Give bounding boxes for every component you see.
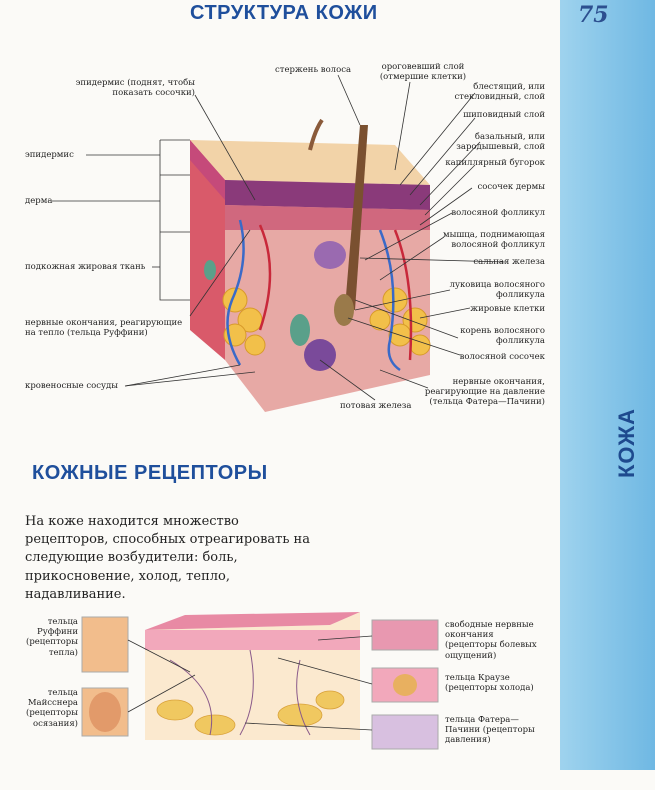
- chapter-sidebar: [560, 0, 655, 770]
- label-meissner-receptor: тельца Майсснера (рецепторы осязания): [26, 688, 78, 729]
- page-title: СТРУКТУРА КОЖИ: [190, 2, 378, 24]
- label-pacini-receptor: тельца Фатера—Пачини (рецепторы давления…: [445, 715, 535, 746]
- label-vessels: кровеносные сосуды: [25, 381, 119, 391]
- label-free-nerve-receptor: свободные нервные окончания (рецепторы б…: [445, 620, 537, 661]
- free-nerve-inset: [371, 619, 439, 651]
- ruffini-inset: [81, 616, 129, 673]
- label-ruffini-receptor: тельца Руффини (рецепторы тепла): [26, 617, 78, 658]
- label-sweat-gland: потовая железа: [340, 401, 412, 411]
- skin-front-face: [225, 180, 430, 412]
- hair-shaft: [345, 125, 368, 310]
- page-number: 75: [578, 2, 609, 28]
- label-epidermis-lifted: эпидермис (поднят, чтобы показать сосочк…: [75, 78, 195, 99]
- label-root: корень волосяного фолликула: [460, 326, 545, 347]
- label-spinosum: шиповидный слой: [463, 110, 545, 120]
- label-papilla: сосочек дермы: [477, 182, 545, 192]
- label-capillary: капиллярный бугорок: [445, 158, 545, 168]
- label-ruffini: нервные окончания, реагирующие на тепло …: [25, 318, 183, 339]
- skin-top-surface: [190, 140, 430, 185]
- label-pacini: нервные окончания, реагирующие на давлен…: [424, 377, 545, 408]
- label-sebaceous: сальная железа: [473, 257, 545, 267]
- pacini-inset: [371, 714, 439, 750]
- label-hair-shaft: стержень волоса: [275, 65, 352, 75]
- label-stratum-corneum: ороговевший слой (отмершие клетки): [379, 62, 467, 83]
- label-hair-papilla: волосяной сосочек: [459, 352, 545, 362]
- label-bulb: луковица волосяного фолликула: [449, 280, 545, 301]
- label-subcutaneous: подкожная жировая ткань: [25, 262, 146, 272]
- label-dermis: дерма: [25, 196, 53, 206]
- label-arrector: мышца, поднимающая волосяной фолликул: [443, 230, 545, 251]
- sweat-gland: [304, 339, 336, 371]
- epidermis-band: [225, 180, 430, 210]
- label-follicle: волосяной фолликул: [451, 208, 545, 218]
- label-basale: базальный, или зародышевый, слой: [456, 132, 545, 153]
- label-krause-receptor: тельца Краузе (рецепторы холода): [445, 673, 534, 694]
- receptors-heading: КОЖНЫЕ РЕЦЕПТОРЫ: [32, 462, 268, 484]
- receptors-intro: На коже находится множество рецепторов, …: [25, 514, 310, 602]
- skin-side-face: [190, 140, 225, 360]
- label-fat: жировые клетки: [470, 304, 545, 314]
- label-epidermis: эпидермис: [25, 150, 74, 160]
- label-lucidum: блестящий, или стекловидный, слой: [454, 82, 545, 103]
